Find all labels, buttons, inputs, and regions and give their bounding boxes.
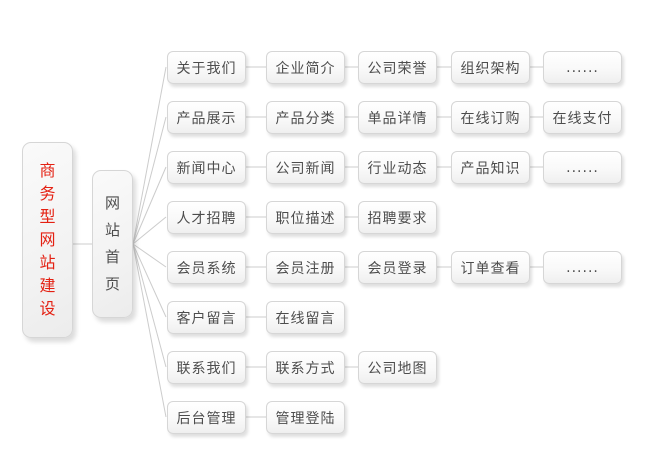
home-node: 网站首页	[92, 170, 133, 318]
tree-node: 在线留言	[266, 301, 345, 334]
tree-node: 单品详情	[358, 101, 437, 134]
tree-node: 公司荣誉	[358, 51, 437, 84]
tree-node: 组织架构	[451, 51, 530, 84]
tree-node: 新闻中心	[167, 151, 246, 184]
tree-node: 在线订购	[451, 101, 530, 134]
vertical-label-char: 站	[104, 221, 120, 239]
connector-line	[132, 116, 167, 245]
connector-line	[132, 216, 167, 245]
connector-line	[132, 243, 167, 418]
tree-node: 会员注册	[266, 251, 345, 284]
vertical-label-char: 商	[39, 161, 56, 180]
vertical-label-char: 务	[39, 184, 56, 203]
tree-node: 联系我们	[167, 351, 246, 384]
tree-node: 关于我们	[167, 51, 246, 84]
tree-node: 企业简介	[266, 51, 345, 84]
tree-node: 会员系统	[167, 251, 246, 284]
tree-node: 人才招聘	[167, 201, 246, 234]
tree-node: ......	[543, 51, 622, 84]
tree-node: 产品知识	[451, 151, 530, 184]
connector-line	[132, 66, 167, 245]
tree-node: 管理登陆	[266, 401, 345, 434]
tree-node: 联系方式	[266, 351, 345, 384]
tree-node: 行业动态	[358, 151, 437, 184]
root-node: 商务型网站建设	[22, 142, 73, 338]
vertical-label-char: 设	[39, 299, 56, 318]
tree-node: 产品展示	[167, 101, 246, 134]
connector-line	[132, 243, 167, 318]
tree-node: 公司地图	[358, 351, 437, 384]
tree-node: 客户留言	[167, 301, 246, 334]
tree-node: 招聘要求	[358, 201, 437, 234]
connector-line	[132, 166, 167, 245]
vertical-label-char: 网	[39, 230, 56, 249]
root-node-label: 商务型网站建设	[39, 163, 55, 317]
tree-node: 公司新闻	[266, 151, 345, 184]
vertical-label-char: 页	[104, 275, 120, 293]
tree-node: 职位描述	[266, 201, 345, 234]
tree-node: ......	[543, 151, 622, 184]
tree-node: 产品分类	[266, 101, 345, 134]
connector-line	[132, 243, 167, 268]
vertical-label-char: 站	[39, 253, 56, 272]
vertical-label-char: 型	[39, 207, 56, 226]
vertical-label-char: 建	[39, 276, 56, 295]
tree-node: ......	[543, 251, 622, 284]
connector-line	[132, 243, 167, 368]
tree-node: 订单查看	[451, 251, 530, 284]
tree-node: 后台管理	[167, 401, 246, 434]
home-node-label: 网站首页	[105, 196, 120, 292]
tree-node: 会员登录	[358, 251, 437, 284]
vertical-label-char: 首	[104, 248, 120, 266]
vertical-label-char: 网	[104, 194, 120, 212]
tree-node: 在线支付	[543, 101, 622, 134]
